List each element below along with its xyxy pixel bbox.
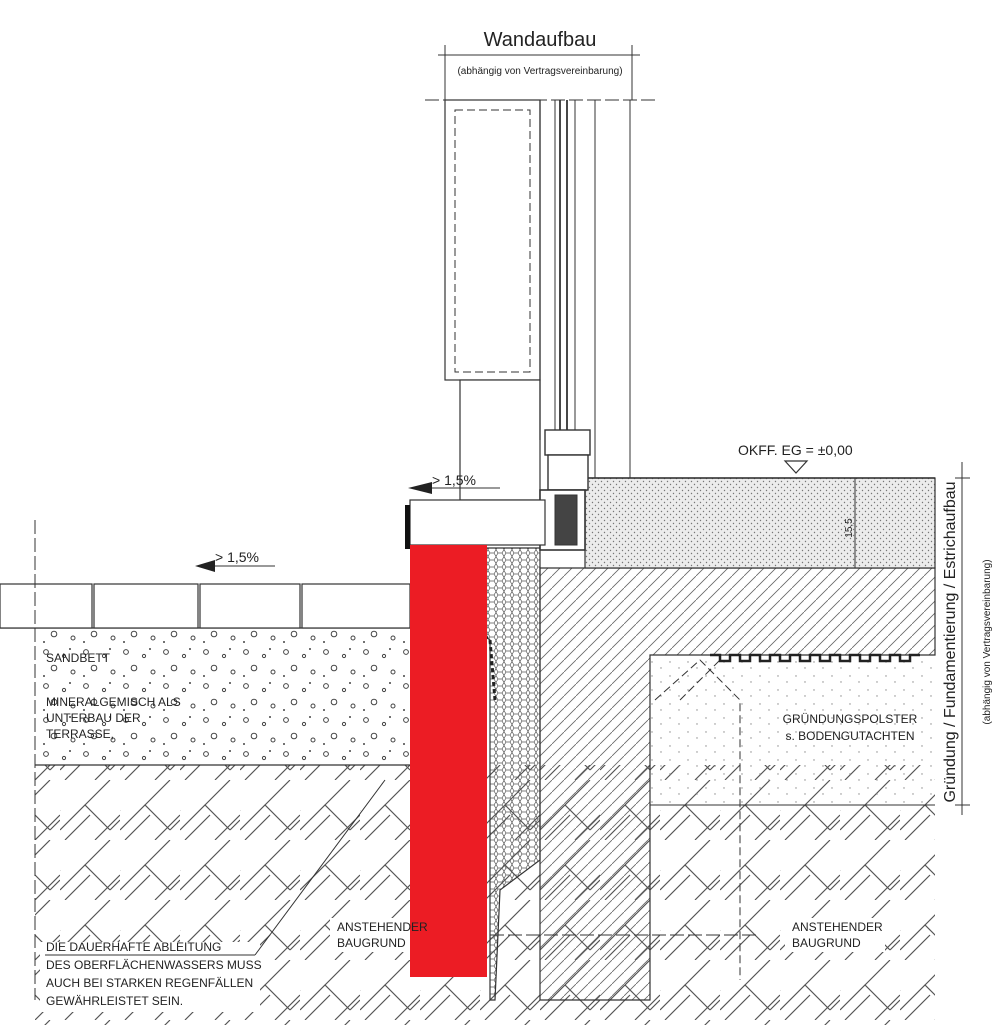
wall-title: Wandaufbau — [484, 29, 597, 51]
left-labels: SANDBETT MINERALGEMISCH ALS UNTERBAU DER… — [46, 651, 181, 741]
slope-lower: > 1,5% — [195, 549, 275, 572]
mineral-label-2: UNTERBAU DER — [46, 711, 141, 725]
gravel-bed — [0, 627, 410, 765]
door-threshold-profile — [405, 429, 591, 551]
soil-right-2: BAUGRUND — [792, 936, 861, 950]
level-marker: OKFF. EG = ±0,00 — [738, 442, 853, 474]
foundation-cushion — [650, 655, 935, 806]
drainage-note: DIE DAUERHAFTE ABLEITUNG DES OBERFLÄCHEN… — [40, 779, 386, 1012]
wall-subtitle: (abhängig von Vertragsvereinbarung) — [457, 66, 622, 77]
soil-left-2: BAUGRUND — [337, 936, 406, 950]
mineral-label-1: MINERALGEMISCH ALS — [46, 695, 181, 709]
slope-upper: > 1,5% — [408, 472, 500, 494]
soil-labels: ANSTEHENDER BAUGRUND ANSTEHENDER BAUGRUN… — [330, 918, 885, 952]
wall-dimension: Wandaufbau (abhängig von Vertragsvereinb… — [438, 29, 640, 100]
side-title: Gründung / Fundamentierung / Estrichaufb… — [942, 481, 959, 802]
note-line-1: DIE DAUERHAFTE ABLEITUNG — [46, 940, 221, 954]
level-label: OKFF. EG = ±0,00 — [738, 442, 853, 458]
highlighted-zone — [410, 545, 487, 977]
foundation-labels: GRÜNDUNGSPOLSTER s. BODENGUTACHTEN — [783, 712, 918, 743]
polster-label-2: s. BODENGUTACHTEN — [785, 729, 914, 743]
side-dimension: Gründung / Fundamentierung / Estrichaufb… — [942, 462, 993, 815]
slope-upper-label: > 1,5% — [432, 472, 476, 488]
floor-screed — [584, 477, 936, 569]
slope-lower-label: > 1,5% — [215, 549, 259, 565]
terrace-paving — [0, 583, 411, 629]
drainage-layer — [710, 653, 920, 663]
note-line-2: DES OBERFLÄCHENWASSERS MUSS — [46, 958, 262, 972]
soil-right-1: ANSTEHENDER — [792, 920, 883, 934]
mineral-label-3: TERRASSE, — [46, 727, 114, 741]
soil-left-1: ANSTEHENDER — [337, 920, 428, 934]
note-line-3: AUCH BEI STARKEN REGENFÄLLEN — [46, 976, 253, 990]
note-line-4: GEWÄHRLEISTET SEIN. — [46, 994, 183, 1008]
polster-label-1: GRÜNDUNGSPOLSTER — [783, 712, 918, 726]
side-subtitle: (abhängig von Vertragsvereinbarung) — [982, 559, 993, 724]
sandbett-label: SANDBETT — [46, 651, 111, 665]
wall-build-up — [425, 99, 655, 501]
screed-dimension: 15,5 — [844, 518, 855, 538]
